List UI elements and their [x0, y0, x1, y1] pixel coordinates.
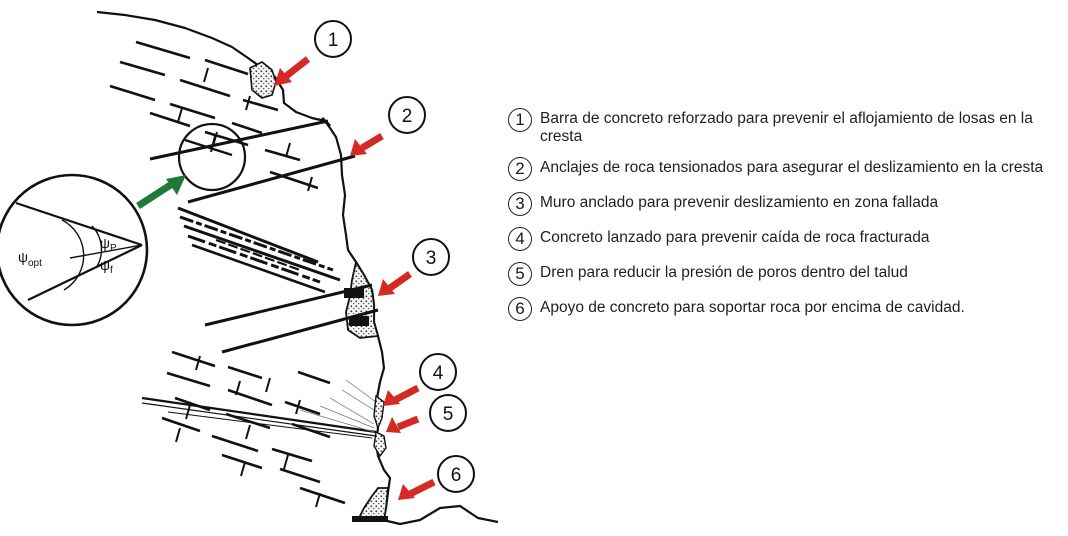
red-arrow-4	[383, 384, 420, 406]
angle-arc-outer	[61, 219, 85, 291]
concrete-support	[356, 487, 389, 521]
friction-line-lower	[27, 244, 143, 301]
drain-pipes	[141, 379, 377, 439]
svg-text:6: 6	[451, 465, 462, 486]
legend-text-3: Muro anclado para prevenir deslizamiento…	[540, 194, 939, 211]
legend-text-4: Concreto lanzado para prevenir caída de …	[540, 229, 930, 246]
svg-text:2: 2	[402, 106, 413, 127]
magnifier-circle-large	[0, 173, 149, 327]
legend-item-3: 3 Muro anclado para prevenir deslizamien…	[508, 192, 1064, 216]
legend-item-5: 5 Dren para reducir la presión de poros …	[508, 262, 1064, 286]
red-arrow-2	[350, 132, 384, 156]
svg-text:5: 5	[443, 404, 454, 425]
svg-text:3: 3	[426, 248, 437, 269]
legend-item-4: 4 Concreto lanzado para prevenir caída d…	[508, 227, 1064, 251]
red-arrow-6	[398, 478, 436, 500]
legend-text-2: Anclajes de roca tensionados para asegur…	[540, 159, 1044, 176]
legend-number-3: 3	[508, 192, 532, 216]
legend-number-2: 2	[508, 157, 532, 181]
drain-outlet-concrete	[373, 430, 387, 458]
red-arrow-5	[386, 415, 420, 433]
legend-number-5: 5	[508, 262, 532, 286]
red-arrow-1	[274, 56, 311, 86]
legend: 1 Barra de concreto reforzado para preve…	[508, 108, 1064, 332]
svg-text:1: 1	[328, 30, 339, 51]
legend-number-6: 6	[508, 297, 532, 321]
angle-arc-inner	[91, 225, 103, 269]
svg-text:4: 4	[433, 363, 444, 384]
support-base	[352, 516, 388, 522]
green-zoom-arrow	[136, 175, 186, 209]
legend-item-1: 1 Barra de concreto reforzado para preve…	[508, 108, 1064, 146]
legend-text-1: Barra de concreto reforzado para preveni…	[540, 110, 1033, 145]
joint-set-lower	[161, 350, 346, 505]
joint-crossmarks-lower	[175, 355, 321, 508]
callout-2: 2	[388, 96, 426, 134]
magnifier-circle-small	[177, 122, 247, 192]
friction-line-upper	[15, 201, 143, 247]
legend-text-6: Apoyo de concreto para soportar roca por…	[540, 299, 965, 316]
slope-stabilization-diagram: ψopt ψP ψf 1 2 3 4 5 6	[0, 10, 499, 526]
magnifier-inner-cross	[210, 135, 216, 153]
legend-item-2: 2 Anclajes de roca tensionados para aseg…	[508, 157, 1064, 181]
legend-number-1: 1	[508, 108, 532, 132]
legend-number-4: 4	[508, 227, 532, 251]
anchored-wall	[345, 259, 380, 339]
callout-5: 5	[429, 394, 467, 432]
psi-p-label: ψP	[100, 235, 117, 254]
callout-4: 4	[419, 353, 457, 391]
joint-crossmarks-upper	[177, 67, 313, 192]
callout-6: 6	[437, 455, 475, 493]
joint-set-upper	[109, 40, 319, 190]
red-arrows	[274, 56, 436, 500]
red-arrow-3	[378, 271, 413, 296]
friction-line-middle	[69, 244, 143, 259]
legend-text-5: Dren para reducir la presión de poros de…	[540, 264, 908, 281]
psi-f-label: ψf	[100, 257, 113, 276]
psi-opt-label: ψopt	[18, 249, 42, 269]
shotcrete	[373, 394, 385, 431]
callout-3: 3	[412, 238, 450, 276]
legend-item-6: 6 Apoyo de concreto para soportar roca p…	[508, 297, 1064, 321]
wall-anchors	[204, 283, 379, 354]
fault-zone	[177, 206, 341, 294]
crest-concrete-bar	[249, 61, 277, 99]
magnifier-inner-joint	[184, 138, 233, 157]
callout-1: 1	[314, 20, 352, 58]
